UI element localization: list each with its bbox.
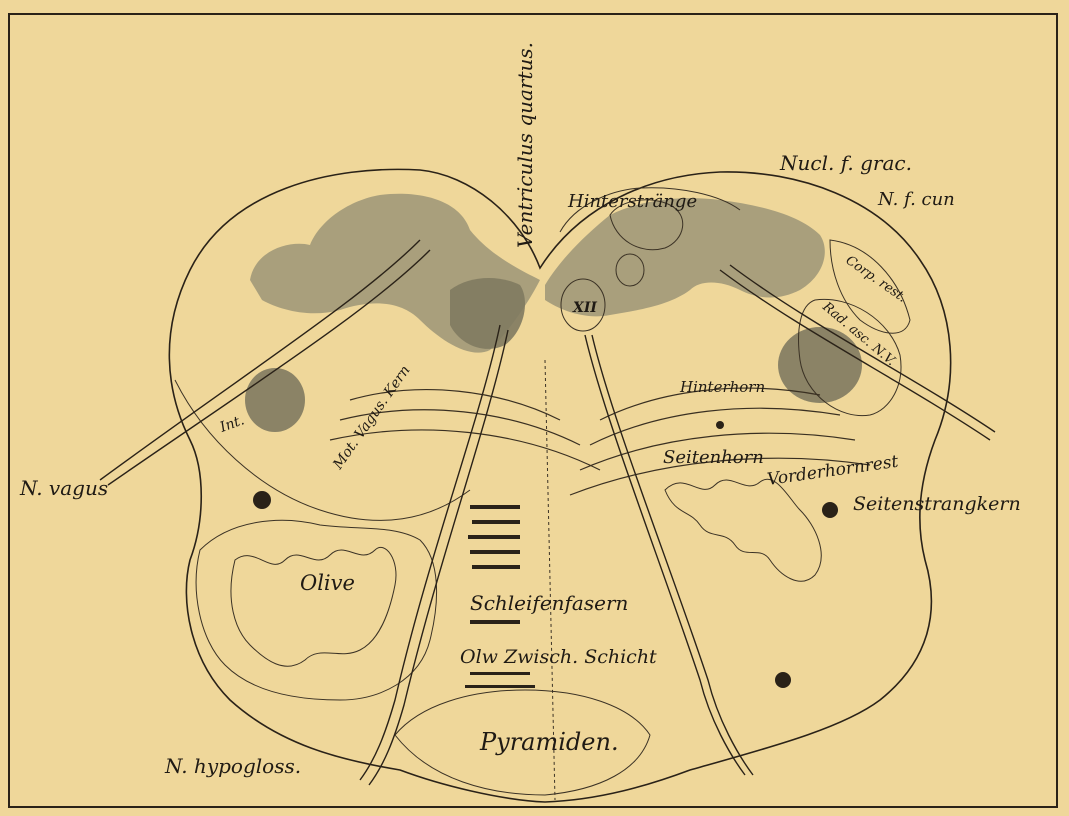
- olive-left-wave: [231, 547, 396, 666]
- label-nucl-f-grac: Nucl. f. grac.: [779, 151, 912, 175]
- int-gray: [245, 368, 305, 432]
- label-int: Int.: [217, 412, 247, 436]
- label-xii: XII: [572, 300, 597, 316]
- label-hinterstraenge: Hinterstränge: [567, 191, 697, 212]
- label-olw-zwisch-schicht: Olw Zwisch. Schicht: [460, 646, 657, 668]
- dorsal-gray-right: [545, 198, 825, 316]
- label-n-hypogloss: N. hypogloss.: [164, 754, 301, 778]
- dorsal-boundary-curve: [175, 380, 470, 520]
- interpolar-gray: [450, 278, 525, 349]
- olive-right-wave: [665, 479, 821, 581]
- label-ventriculus-quartus: Ventriculus quartus.: [513, 42, 537, 248]
- label-seitenstrangkern: Seitenstrangkern: [853, 493, 1021, 515]
- label-seitenhorn: Seitenhorn: [663, 447, 764, 468]
- label-schleifenfasern: Schleifenfasern: [470, 591, 628, 615]
- label-vorderhornrest: Vorderhornrest: [766, 452, 900, 490]
- olive-outline: [196, 520, 436, 700]
- label-hinterhorn: Hinterhorn: [679, 378, 765, 396]
- label-olive: Olive: [300, 571, 355, 595]
- label-pyramiden: Pyramiden.: [479, 728, 619, 756]
- label-mot-vagus-kern: Mot. Vagus. Kern: [330, 363, 414, 473]
- rad-asc-gray: [778, 327, 862, 403]
- label-n-vagus: N. vagus: [19, 476, 108, 500]
- label-n-f-cun: N. f. cun: [877, 189, 955, 210]
- label-corp-rest: Corp. rest.: [843, 253, 909, 306]
